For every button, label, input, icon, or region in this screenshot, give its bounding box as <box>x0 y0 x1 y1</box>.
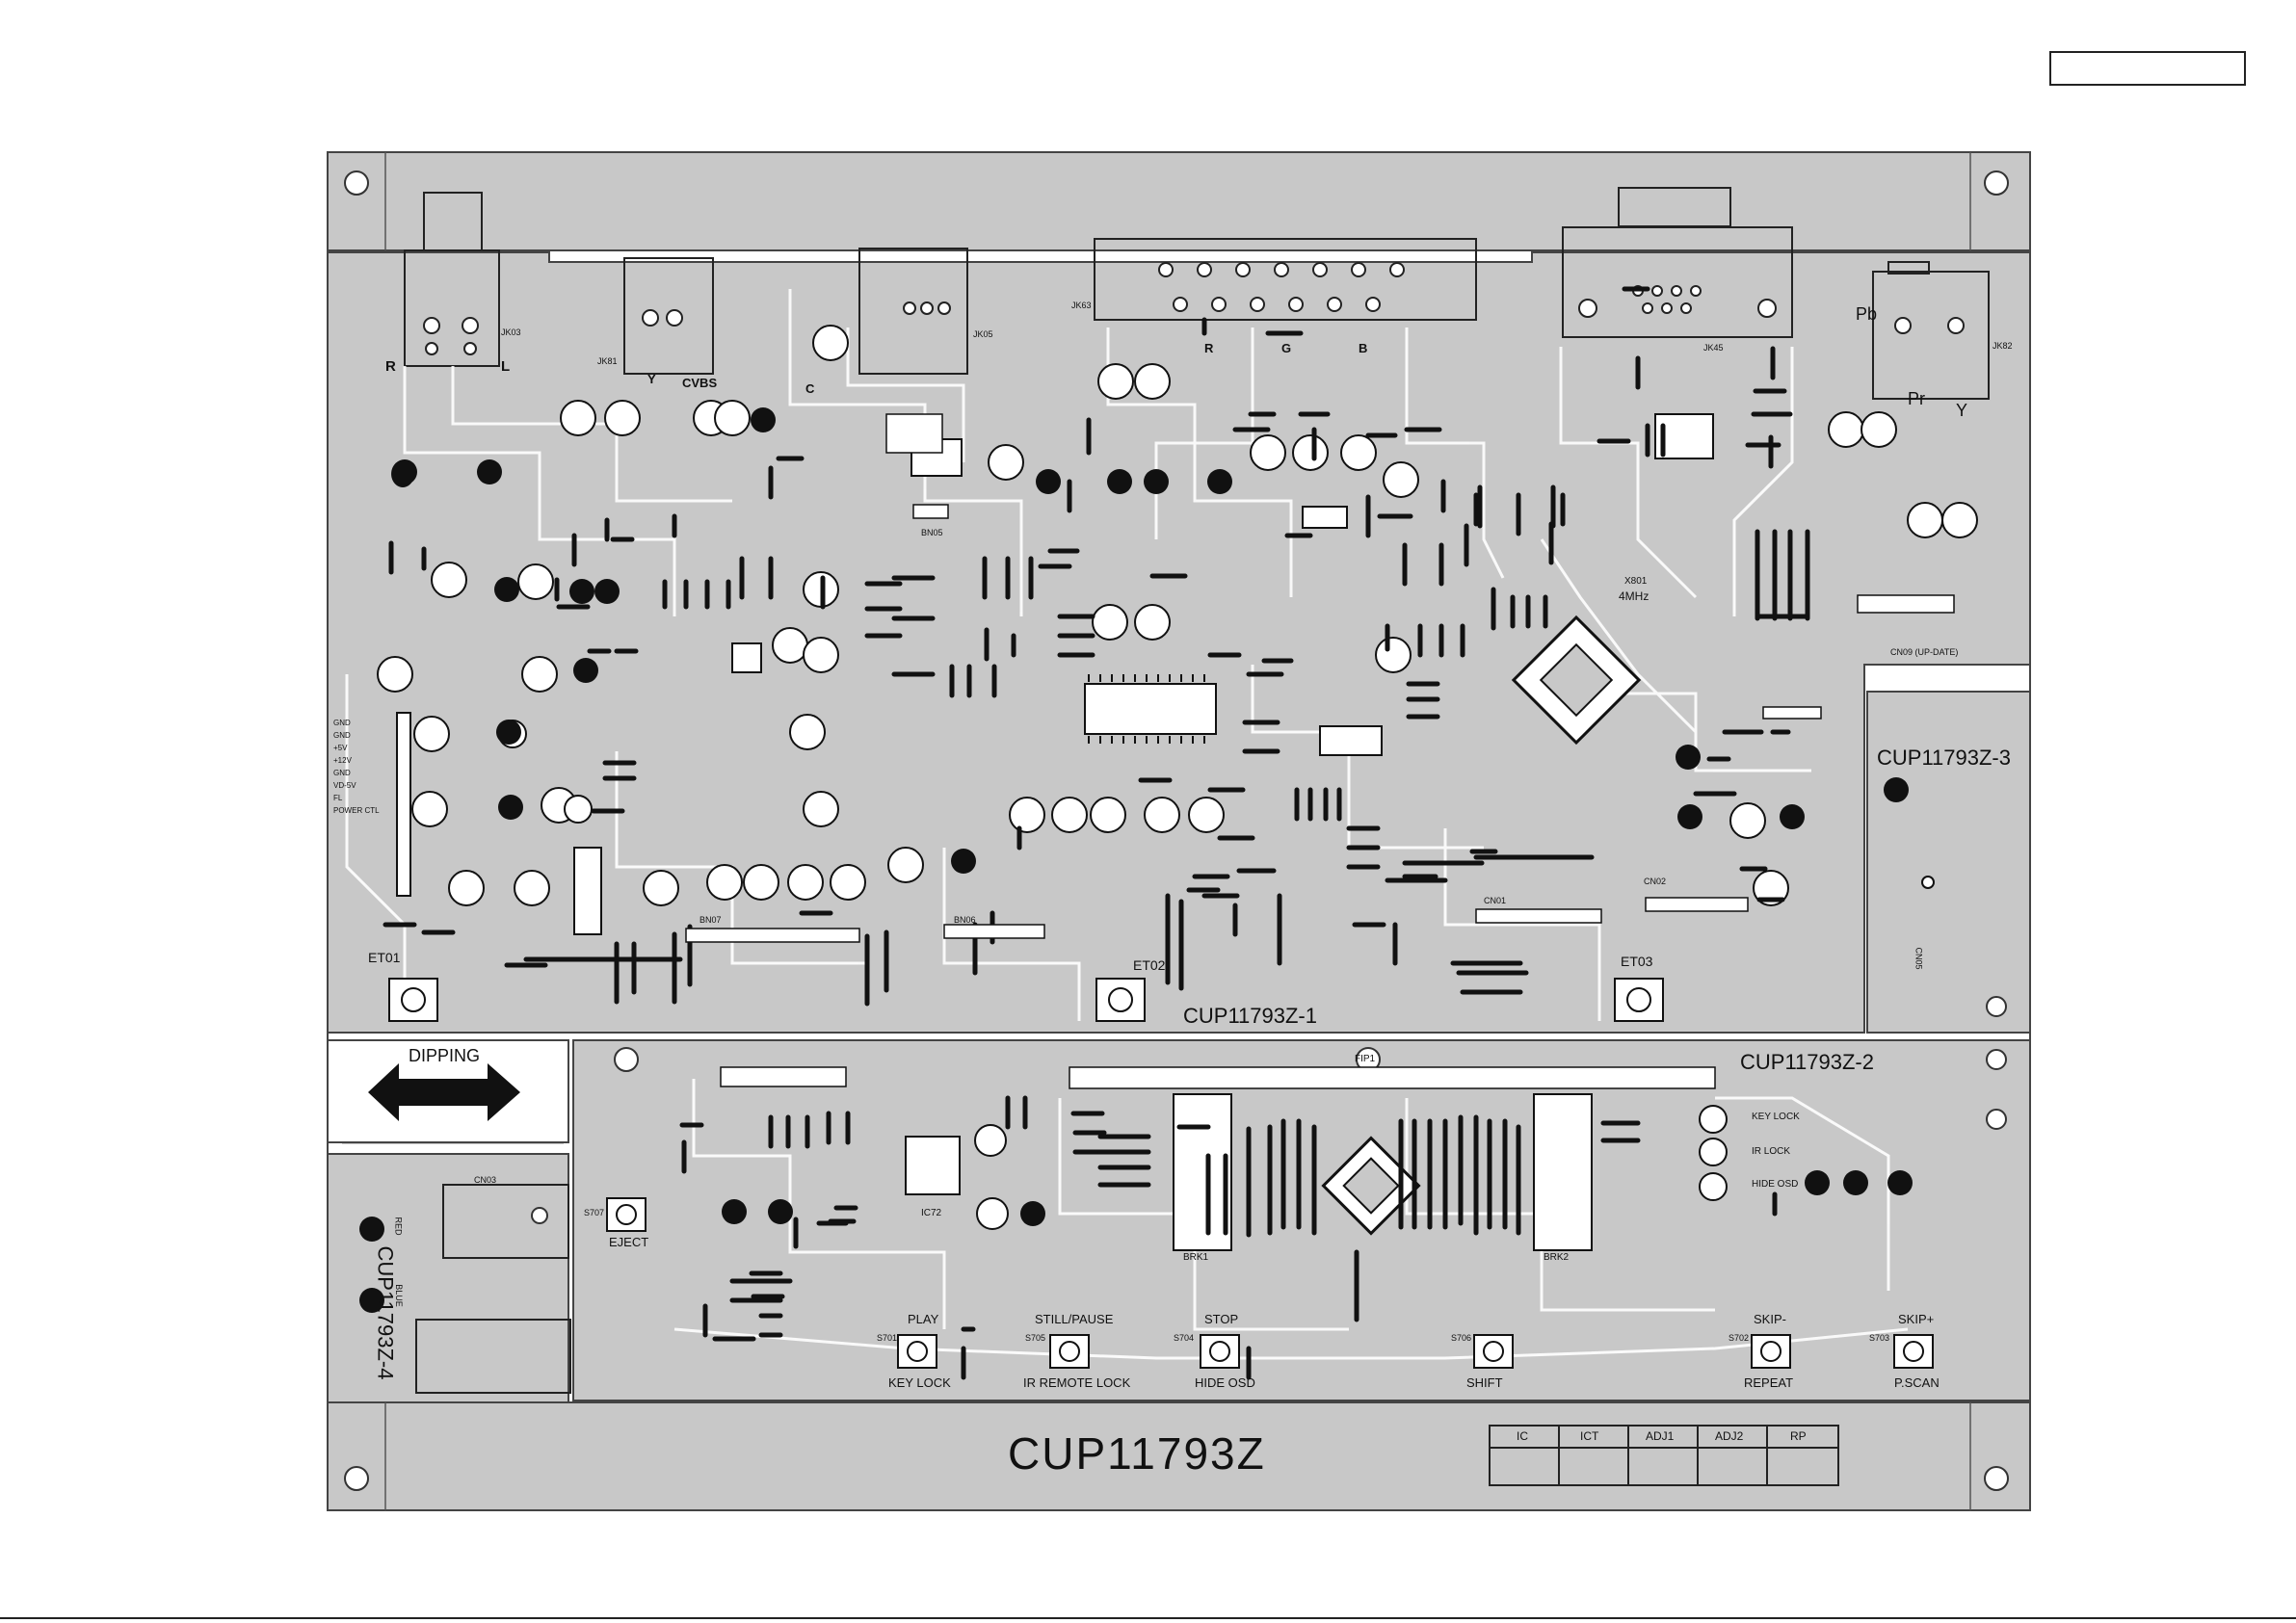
capacitors <box>377 325 1978 1230</box>
cn03-pin: GND <box>333 731 351 740</box>
button-ref: S706 <box>1451 1333 1472 1343</box>
table-header-rp: RP <box>1790 1429 1807 1443</box>
ref-brk2: BRK2 <box>1544 1252 1570 1263</box>
board-main-label: CUP11793Z <box>1008 1428 1266 1479</box>
stop-label: STOP <box>1204 1312 1239 1326</box>
fiducial-et01: ET01 <box>368 950 401 965</box>
cn09-label: CN09 (UP-DATE) <box>1890 647 1959 657</box>
eject-label: EJECT <box>609 1235 649 1249</box>
ref-cn02: CN02 <box>1644 877 1667 886</box>
dipping-label: DIPPING <box>409 1046 481 1065</box>
ref-jk45: JK45 <box>1703 343 1724 353</box>
cn03-pin-labels: GND GND +5V +12V GND VD-5V FL POWER CTL <box>333 717 380 817</box>
label-rgb-g: G <box>1281 341 1292 355</box>
top-strip <box>327 151 2031 251</box>
table-header-adj1: ADJ1 <box>1646 1429 1675 1443</box>
label-y2: Y <box>1956 401 1968 420</box>
fiducial-et03: ET03 <box>1621 954 1653 969</box>
ref-x801: X801 <box>1624 576 1648 587</box>
led-ir-lock-label: IR LOCK <box>1752 1146 1791 1157</box>
board-sub3-label: CUP11793Z-3 <box>1877 746 2011 770</box>
cn03-pin: VD-5V <box>333 781 356 790</box>
board-sub2-label: CUP11793Z-2 <box>1740 1050 1874 1074</box>
ref-jk63: JK63 <box>1071 301 1092 310</box>
play-label: PLAY <box>908 1312 939 1326</box>
board-sub1-label: CUP11793Z-1 <box>1183 1004 1317 1028</box>
table-header-ic: IC <box>1517 1429 1528 1443</box>
ref-bn05: BN05 <box>921 528 943 537</box>
button-ref: S704 <box>1174 1333 1195 1343</box>
main-ic <box>1511 615 1642 746</box>
sub3-board <box>1866 691 2031 1034</box>
transistors <box>359 407 1913 1313</box>
ref-bn07: BN07 <box>699 915 722 925</box>
cn03-pin: GND <box>333 769 351 777</box>
ref-cn03: CN03 <box>474 1175 497 1185</box>
label-rgb-b: B <box>1359 341 1368 355</box>
button-ref: S707 <box>584 1208 605 1217</box>
skip-plus-label: SKIP+ <box>1898 1312 1935 1326</box>
cn03-pin: GND <box>333 719 351 727</box>
fip-ic <box>1321 1136 1421 1236</box>
led-red-label: RED <box>393 1217 404 1236</box>
label-c: C <box>805 381 815 396</box>
led-blue-label: BLUE <box>393 1284 404 1307</box>
ref-brk1: BRK1 <box>1183 1252 1209 1263</box>
sub4-board <box>327 1153 569 1411</box>
button-ref: S702 <box>1729 1333 1750 1343</box>
table-header-ict: ICT <box>1580 1429 1599 1443</box>
board-sub4-label: CUP11793Z-4 <box>373 1245 398 1380</box>
table-header-adj2: ADJ2 <box>1715 1429 1744 1443</box>
ref-cn05: CN05 <box>1913 947 1924 970</box>
label-l: L <box>501 358 511 375</box>
led-hide-osd-label: HIDE OSD <box>1752 1179 1799 1190</box>
fiducial-et02: ET02 <box>1133 957 1166 973</box>
ref-cn01: CN01 <box>1484 896 1507 905</box>
tactile-switches <box>606 1197 1934 1369</box>
shift-label: SHIFT <box>1466 1375 1503 1390</box>
label-r: R <box>385 358 396 375</box>
ir-remote-lock-label: IR REMOTE LOCK <box>1023 1375 1131 1390</box>
cn03-pin: +12V <box>333 756 352 765</box>
button-ref: S705 <box>1025 1333 1046 1343</box>
p-scan-label: P.SCAN <box>1894 1375 1940 1390</box>
repeat-label: REPEAT <box>1744 1375 1794 1390</box>
cn03-pin: FL <box>333 794 343 802</box>
hide-osd-label: HIDE OSD <box>1195 1375 1255 1390</box>
label-rgb-r: R <box>1204 341 1214 355</box>
led-key-lock-label: KEY LOCK <box>1752 1112 1800 1122</box>
cn03-pin: +5V <box>333 744 348 752</box>
ref-jk03: JK03 <box>501 327 521 337</box>
title-box <box>2049 51 2246 86</box>
cn03-pin: POWER CTL <box>333 806 380 815</box>
label-y: Y <box>647 372 656 386</box>
mounting-holes <box>344 170 2009 1491</box>
ref-fip1: FIP1 <box>1355 1054 1376 1064</box>
button-ref: S703 <box>1869 1333 1890 1343</box>
xtal-frequency: 4MHz <box>1619 589 1649 603</box>
skip-minus-label: SKIP- <box>1754 1312 1786 1326</box>
ref-ic72: IC72 <box>921 1208 942 1218</box>
label-pb: Pb <box>1856 304 1878 324</box>
adjustment-table <box>1489 1425 1839 1486</box>
dipping-arrow <box>368 1063 520 1121</box>
ref-jk81: JK81 <box>597 356 618 366</box>
ref-bn06: BN06 <box>954 915 976 925</box>
label-cvbs: CVBS <box>682 376 718 390</box>
button-ref: S701 <box>877 1333 898 1343</box>
ref-jk82: JK82 <box>1993 341 2013 351</box>
key-lock-label: KEY LOCK <box>888 1375 951 1390</box>
label-pr: Pr <box>1908 389 1925 408</box>
still-pause-label: STILL/PAUSE <box>1035 1312 1114 1326</box>
ref-jk05: JK05 <box>973 329 993 339</box>
bottom-strip <box>327 1401 2031 1511</box>
